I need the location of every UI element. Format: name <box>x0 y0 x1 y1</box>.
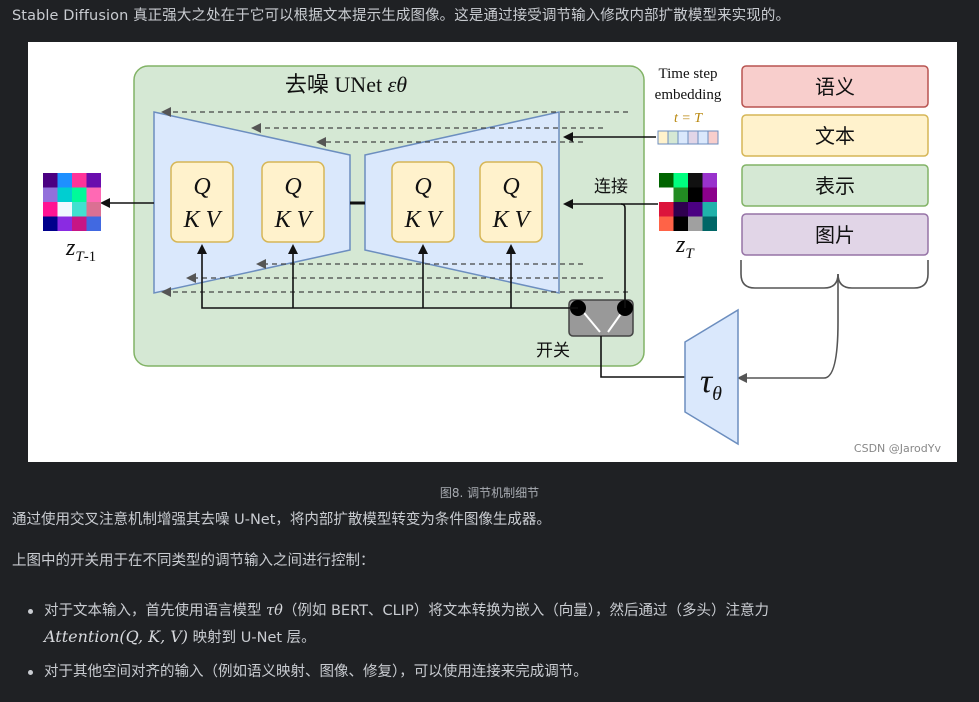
bullet-list: 对于文本输入，首先使用语言模型 τθ（例如 BERT、CLIP）将文本转换为嵌入… <box>26 598 966 685</box>
svg-text:K V: K V <box>183 207 223 233</box>
noise-image-input <box>659 173 717 231</box>
svg-text:文本: 文本 <box>815 124 855 148</box>
time-embedding-vector <box>657 130 719 145</box>
tau-label: τθ <box>700 363 722 405</box>
qkv-block-4: Q K V <box>479 161 543 243</box>
svg-text:Q: Q <box>193 174 210 200</box>
bullet-item-spatial-input: 对于其他空间对齐的输入（例如语义映射、图像、修复），可以使用连接来完成调节。 <box>26 659 966 685</box>
switch-label: 开关 <box>536 341 570 361</box>
svg-text:语义: 语义 <box>815 75 855 99</box>
time-step-label: Time step <box>658 66 717 82</box>
qkv-block-3: Q K V <box>391 161 455 243</box>
unet-title: 去噪 UNet εθ <box>285 72 407 97</box>
intro-text: Stable Diffusion 真正强大之处在于它可以根据文本提示生成图像。这… <box>12 8 791 24</box>
tau-encoder <box>684 308 739 446</box>
cond-input-semantic: 语义 <box>741 65 929 108</box>
svg-text:K V: K V <box>492 207 532 233</box>
figure-caption: 图8. 调节机制细节 <box>439 486 540 500</box>
paragraph-1: 通过使用交叉注意机制增强其去噪 U-Net，将内部扩散模型转变为条件图像生成器。 <box>12 512 551 528</box>
svg-text:t = T: t = T <box>674 111 703 126</box>
svg-text:Q: Q <box>284 174 301 200</box>
z-in-label: zT <box>675 232 695 262</box>
svg-text:Q: Q <box>414 174 431 200</box>
svg-text:Q: Q <box>502 174 519 200</box>
tau-symbol: τθ <box>266 603 283 619</box>
z-out-label: zT-1 <box>65 235 96 265</box>
paragraph-2: 上图中的开关用于在不同类型的调节输入之间进行控制： <box>12 553 375 569</box>
diagram-svg: 去噪 UNet εθ Q K V Q K V Q <box>43 65 942 455</box>
cond-input-image: 图片 <box>741 213 929 256</box>
noise-image-output <box>43 173 101 231</box>
cond-input-representation: 表示 <box>741 164 929 207</box>
connect-label: 连接 <box>594 177 628 197</box>
conditioning-diagram: 去噪 UNet εθ Q K V Q K V Q <box>28 42 957 462</box>
cond-input-text: 文本 <box>741 114 929 157</box>
svg-text:图片: 图片 <box>815 223 855 247</box>
bullet-item-text-input: 对于文本输入，首先使用语言模型 τθ（例如 BERT、CLIP）将文本转换为嵌入… <box>26 598 966 651</box>
watermark: CSDN @JarodYv <box>854 442 942 455</box>
qkv-block-2: Q K V <box>261 161 325 243</box>
svg-text:表示: 表示 <box>815 174 855 198</box>
svg-text:K V: K V <box>404 207 444 233</box>
qkv-block-1: Q K V <box>170 161 234 243</box>
svg-text:K V: K V <box>274 207 314 233</box>
skip-connections <box>161 107 628 297</box>
svg-text:embedding: embedding <box>655 87 722 103</box>
attention-formula: Attention(Q, K, V) <box>44 627 189 646</box>
